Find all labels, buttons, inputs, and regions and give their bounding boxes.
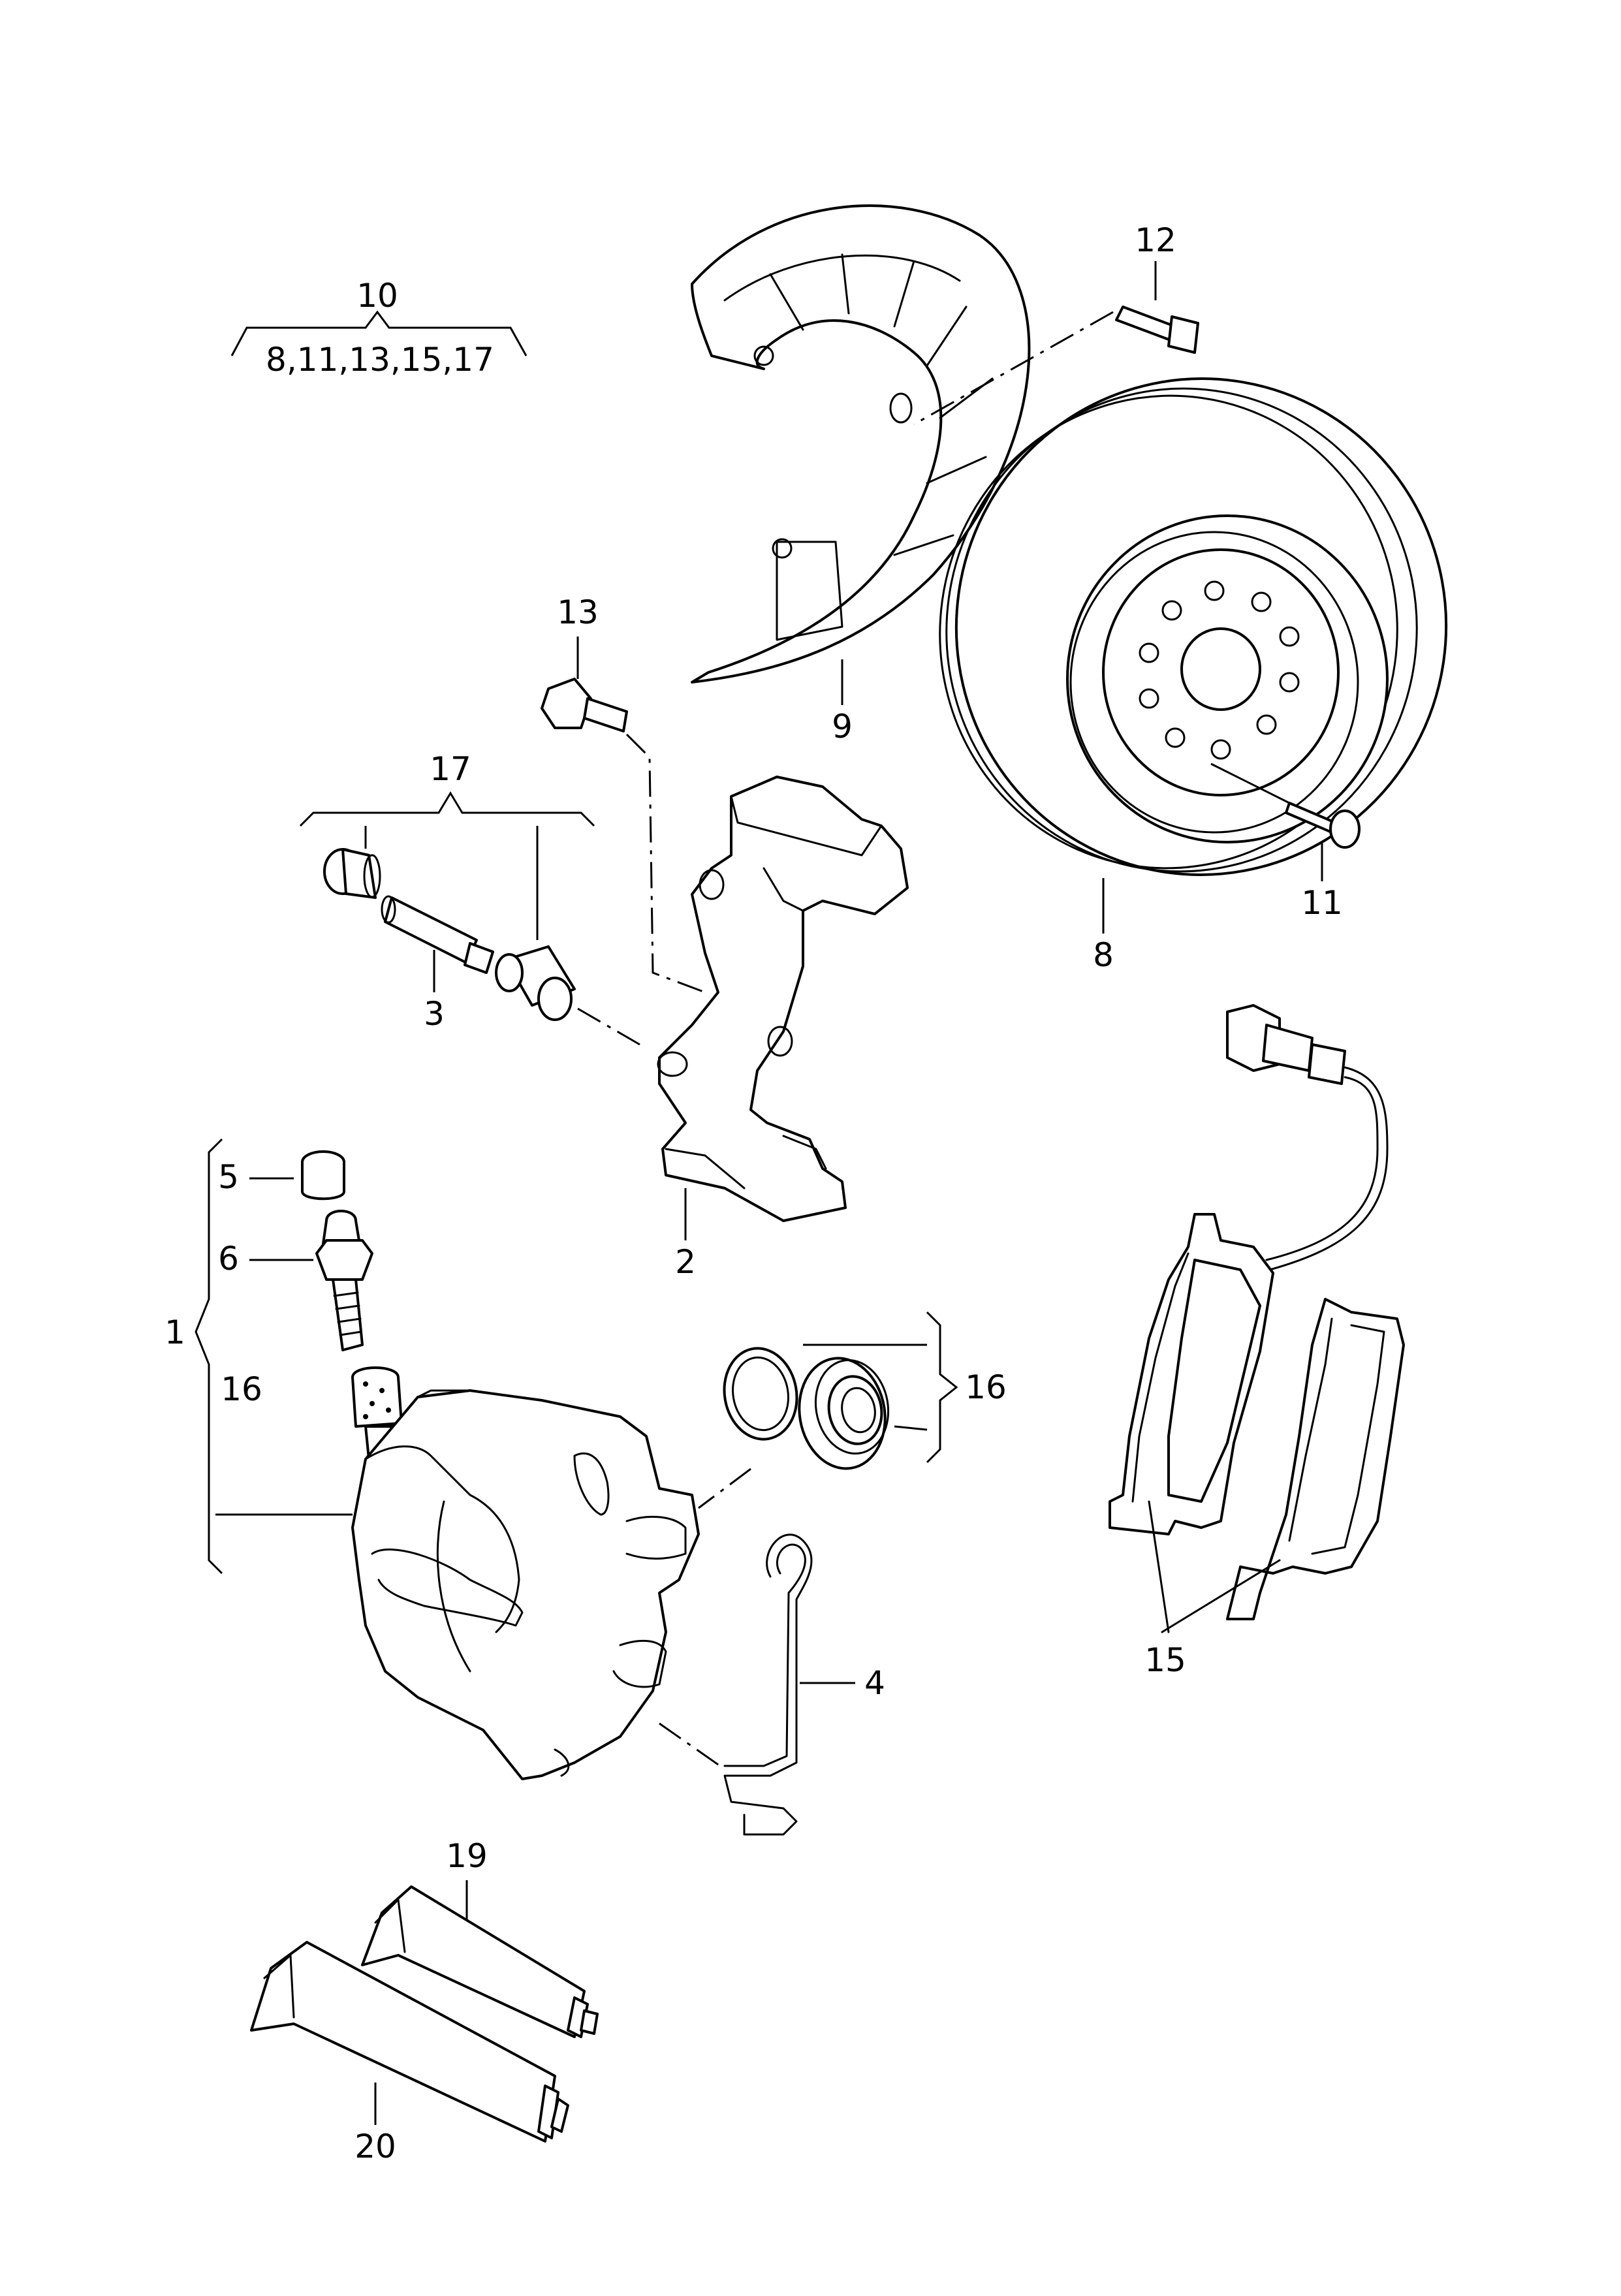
part-seal-16 [723,1347,798,1441]
callout-12: 12 [1135,221,1176,259]
callout-4: 4 [864,1664,885,1702]
group-label-10: 10 8,11,13,15,17 [230,277,527,379]
part-grease-tube-19: 19 [361,1837,599,2038]
part-pad-inner: 15 [1144,1298,1405,1679]
part-splash-shield: 9 [691,204,1031,746]
callout-13: 13 [557,593,599,631]
part-piston-boot-16 [798,1357,890,1470]
callout-19: 19 [446,1837,488,1875]
callout-6: 6 [218,1240,239,1278]
callout-8: 8 [1093,936,1114,974]
callout-11: 11 [1301,884,1343,922]
callout-10-sublist: 8,11,13,15,17 [266,341,494,379]
callout-1: 1 [165,1313,185,1351]
part-bolt-13: 13 [541,593,706,994]
callout-16-group: 16 [965,1368,1007,1406]
part-dust-cap-5 [301,1150,345,1201]
part-cap-17 [323,848,381,899]
part-bolt-12: 12 [913,221,1199,426]
part-screw-11: 11 [1210,763,1361,922]
part-carrier-bracket: 2 [657,776,909,1281]
callout-2: 2 [675,1243,696,1281]
part-bushing-17 [495,945,640,1046]
part-bleed-screw-6 [315,1210,373,1351]
callout-15: 15 [1144,1641,1186,1679]
part-brake-disc: 8 [939,377,1448,974]
group-label-16: 16 [698,1311,1007,1509]
group-label-1: 1 5 6 16 [165,1138,353,1575]
callout-9: 9 [832,708,853,746]
part-guide-pin-3: 3 [381,895,494,1033]
callout-5: 5 [218,1158,239,1196]
callout-17: 17 [430,750,471,788]
part-pad-outer [1109,1213,1274,1535]
part-spring-clip: 4 [723,1533,885,1836]
callout-20: 20 [354,2128,396,2165]
callout-16-caliper: 16 [221,1370,262,1408]
callout-3: 3 [424,995,445,1033]
part-caliper-housing [351,1366,725,1780]
group-label-17: 17 [299,750,595,940]
part-wear-sensor [1226,1004,1389,1271]
part-grease-tube-20: 20 [250,1941,569,2165]
callout-10: 10 [356,277,398,315]
